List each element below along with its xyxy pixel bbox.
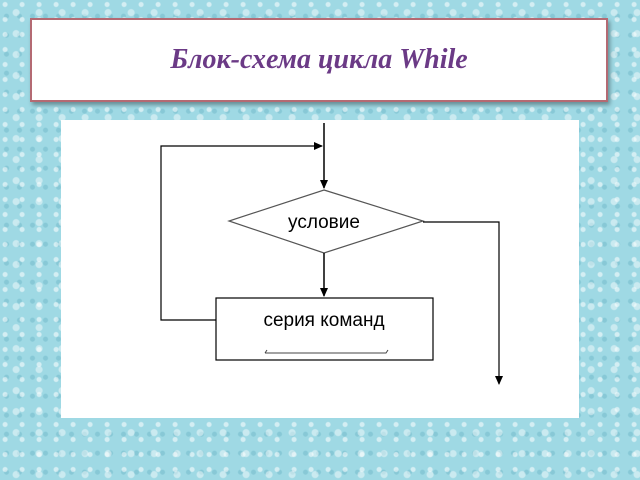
flowchart-panel: условие серия команд [61,120,579,418]
while-loop-flowchart: условие серия команд [160,123,503,385]
loop-back-arrow [160,142,323,321]
page-title: Блок-схема цикла While [170,44,468,75]
body-block [215,297,434,361]
title-banner: Блок-схема цикла While [30,18,608,102]
condition-label: условие [288,212,360,233]
body-block-inner-mark [264,349,389,354]
exit-arrow [423,221,503,385]
body-label: серия команд [263,310,384,331]
